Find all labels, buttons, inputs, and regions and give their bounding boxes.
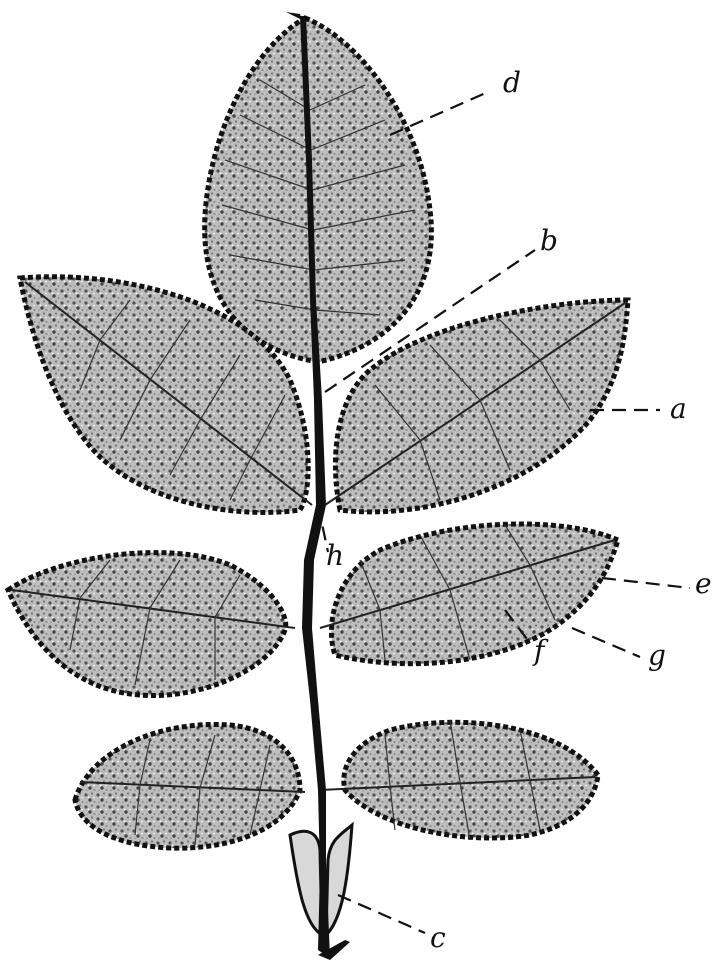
label-d-text: d bbox=[503, 66, 521, 99]
label-e: e bbox=[602, 567, 712, 600]
middle-right-leaflet bbox=[320, 524, 618, 664]
label-g: g bbox=[572, 628, 666, 672]
label-a-text: a bbox=[670, 392, 687, 425]
label-c: c bbox=[338, 895, 446, 954]
label-b-text: b bbox=[540, 224, 558, 257]
leader-c bbox=[338, 895, 425, 933]
label-c-text: c bbox=[430, 921, 446, 954]
middle-left-leaflet bbox=[8, 553, 295, 696]
label-d: d bbox=[390, 66, 521, 135]
label-h-text: h bbox=[326, 539, 344, 572]
lower-right-leaflet bbox=[320, 720, 598, 840]
label-g-text: g bbox=[648, 639, 666, 672]
label-e-text: e bbox=[695, 567, 712, 600]
label-f-text: f bbox=[532, 634, 549, 667]
terminal-leaflet bbox=[205, 18, 432, 362]
lower-left-leaflet bbox=[75, 724, 305, 848]
leader-g bbox=[572, 628, 640, 657]
leader-e bbox=[602, 578, 690, 588]
